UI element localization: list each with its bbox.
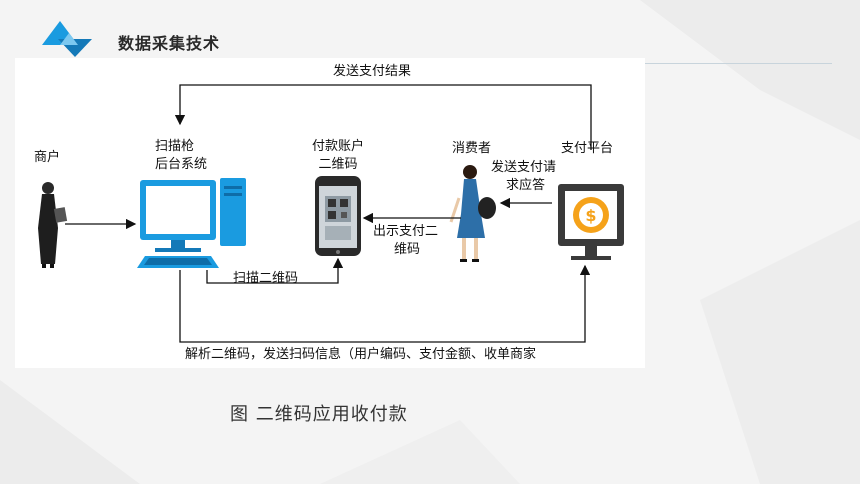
payment-platform-monitor-icon: $ bbox=[558, 184, 624, 260]
qr-label-line2: 二维码 bbox=[318, 157, 358, 172]
computer-icon bbox=[137, 178, 246, 268]
svg-text:$: $ bbox=[585, 206, 596, 225]
figure-caption: 图 二维码应用收付款 bbox=[230, 404, 408, 425]
page-title: 数据采集技术 bbox=[118, 34, 221, 53]
show-qr-label-line2: 维码 bbox=[394, 242, 421, 257]
merchant-label: 商户 bbox=[34, 150, 61, 165]
flow-connectors bbox=[65, 84, 592, 343]
header-divider bbox=[640, 63, 832, 64]
consumer-figure-icon bbox=[449, 165, 496, 262]
phone-qr-icon bbox=[315, 176, 361, 256]
request-label-line1: 发送支付请 bbox=[491, 160, 557, 175]
send-result-arrow bbox=[174, 84, 592, 150]
show-qr-label-line1: 出示支付二 bbox=[373, 224, 439, 239]
diagram-panel: $ 发送支付结果 商户 扫描枪 后台系统 付款账户 二维码 消费者 支付平台 发… bbox=[15, 58, 645, 368]
send-result-label: 发送支付结果 bbox=[333, 64, 412, 79]
platform-label: 支付平台 bbox=[561, 141, 614, 156]
parse-label: 解析二维码，发送扫码信息（用户编码、支付金额、收单商家 bbox=[185, 347, 537, 362]
scanner-label-line1: 扫描枪 bbox=[155, 139, 195, 154]
consumer-label: 消费者 bbox=[452, 141, 492, 156]
payment-flow-diagram: $ bbox=[38, 84, 624, 343]
parse-send-arrow bbox=[179, 264, 591, 343]
request-label-line2: 求应答 bbox=[506, 178, 546, 193]
merchant-figure-icon bbox=[38, 182, 68, 268]
scan-qr-label: 扫描二维码 bbox=[233, 271, 299, 286]
logo-icon bbox=[42, 21, 92, 57]
qr-label-line1: 付款账户 bbox=[311, 139, 364, 154]
scanner-label-line2: 后台系统 bbox=[155, 157, 208, 172]
scan-qr-arrow bbox=[206, 257, 344, 284]
